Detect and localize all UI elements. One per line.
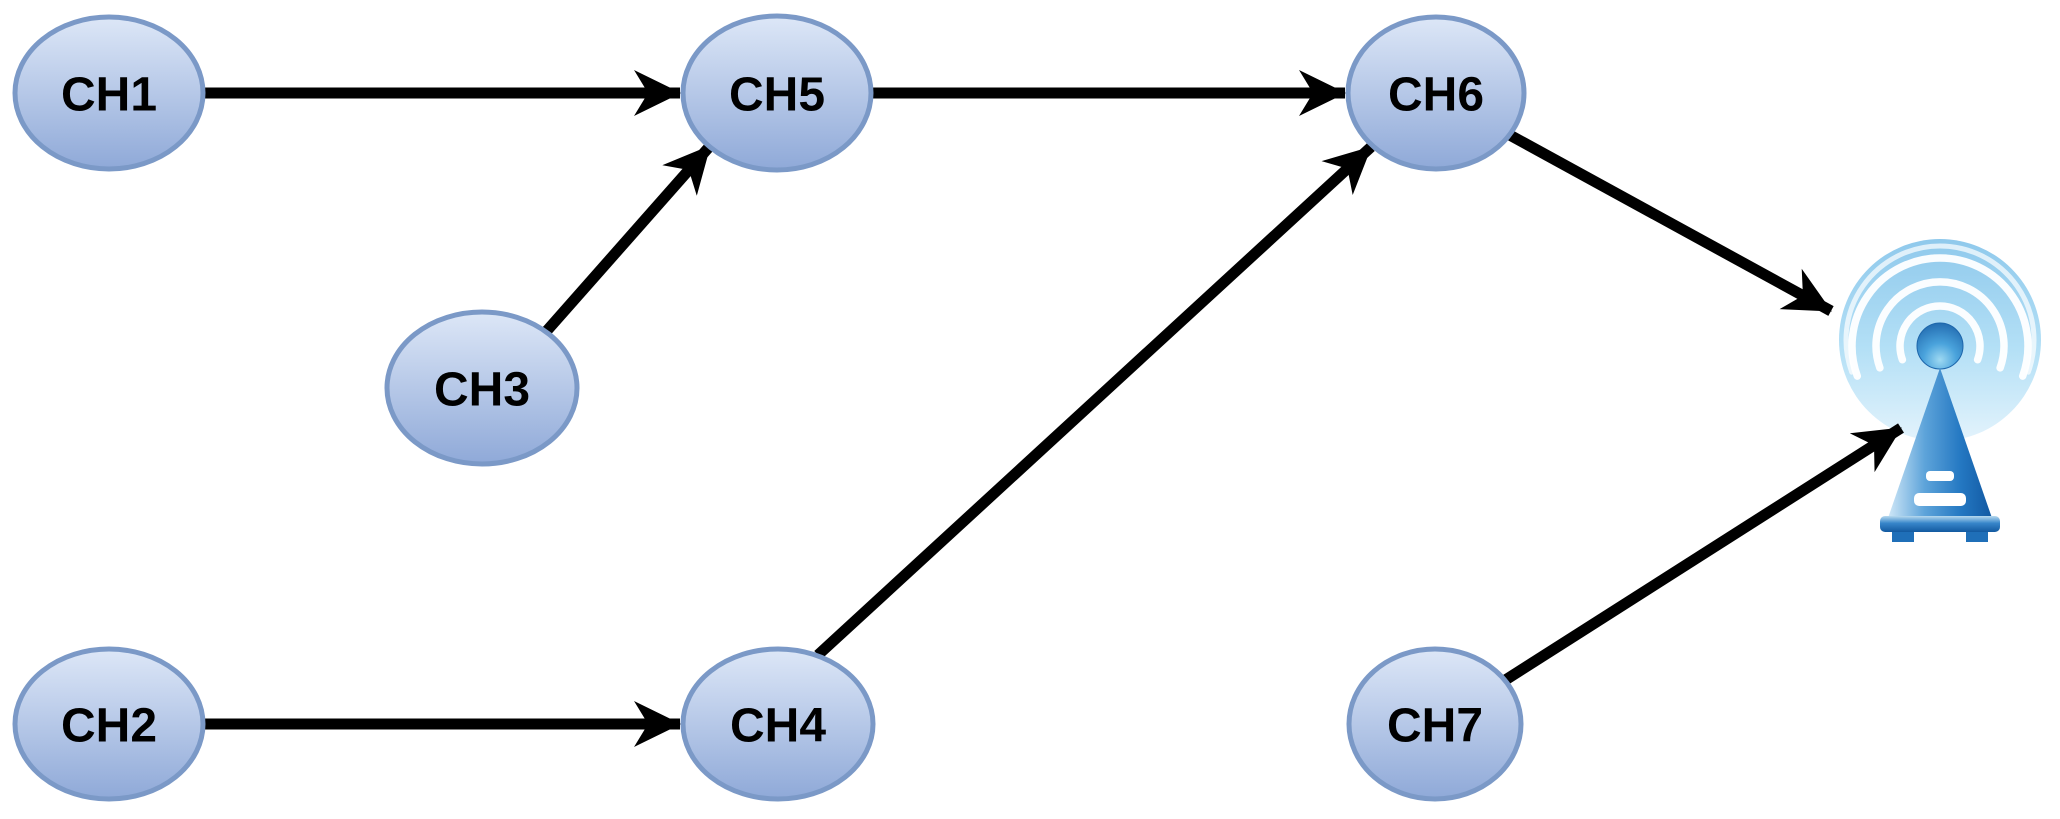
antenna-base-plate [1880, 516, 2000, 532]
node-label: CH3 [434, 364, 530, 417]
edge-ch3-ch5 [539, 142, 715, 338]
node-ch7: CH7 [1346, 646, 1524, 802]
node-label: CH2 [61, 700, 157, 753]
signal-wave-middle-icon [1872, 278, 2008, 372]
signal-rim-highlight [1843, 243, 2037, 375]
node-ch5: CH5 [680, 13, 874, 173]
node-label: CH5 [729, 69, 825, 122]
antenna-foot-right [1966, 532, 1988, 542]
node-ch2: CH2 [12, 646, 206, 802]
antenna-foot-left [1892, 532, 1914, 542]
node-ellipse [1346, 646, 1524, 802]
node-ch6: CH6 [1345, 14, 1527, 172]
antenna-mast-icon [1888, 368, 1992, 518]
node-ch3: CH3 [384, 309, 580, 467]
node-ellipse [680, 13, 874, 173]
node-label: CH1 [61, 69, 157, 122]
node-ch4: CH4 [680, 646, 876, 802]
node-ellipse [12, 646, 206, 802]
mast-slot-lower [1914, 493, 1966, 506]
node-ch1: CH1 [12, 14, 206, 172]
edge-ch4-ch6 [814, 142, 1375, 660]
edge-ch6-bs [1494, 123, 1834, 316]
base-station-icon [1839, 239, 2041, 542]
node-ellipse [680, 646, 876, 802]
antenna-hub-icon [1916, 322, 1964, 370]
signal-wave-outer-icon [1848, 254, 2032, 380]
edge-ch7-bs [1493, 423, 1904, 691]
signal-wave-inner-icon [1896, 302, 1984, 364]
node-ellipse [384, 309, 580, 467]
mast-slot-upper [1926, 471, 1954, 481]
node-ellipse [1345, 14, 1527, 172]
edges-layer [204, 70, 1904, 747]
node-label: CH7 [1387, 700, 1483, 753]
node-label: CH6 [1388, 69, 1484, 122]
node-ellipse [12, 14, 206, 172]
node-label: CH4 [730, 700, 826, 753]
